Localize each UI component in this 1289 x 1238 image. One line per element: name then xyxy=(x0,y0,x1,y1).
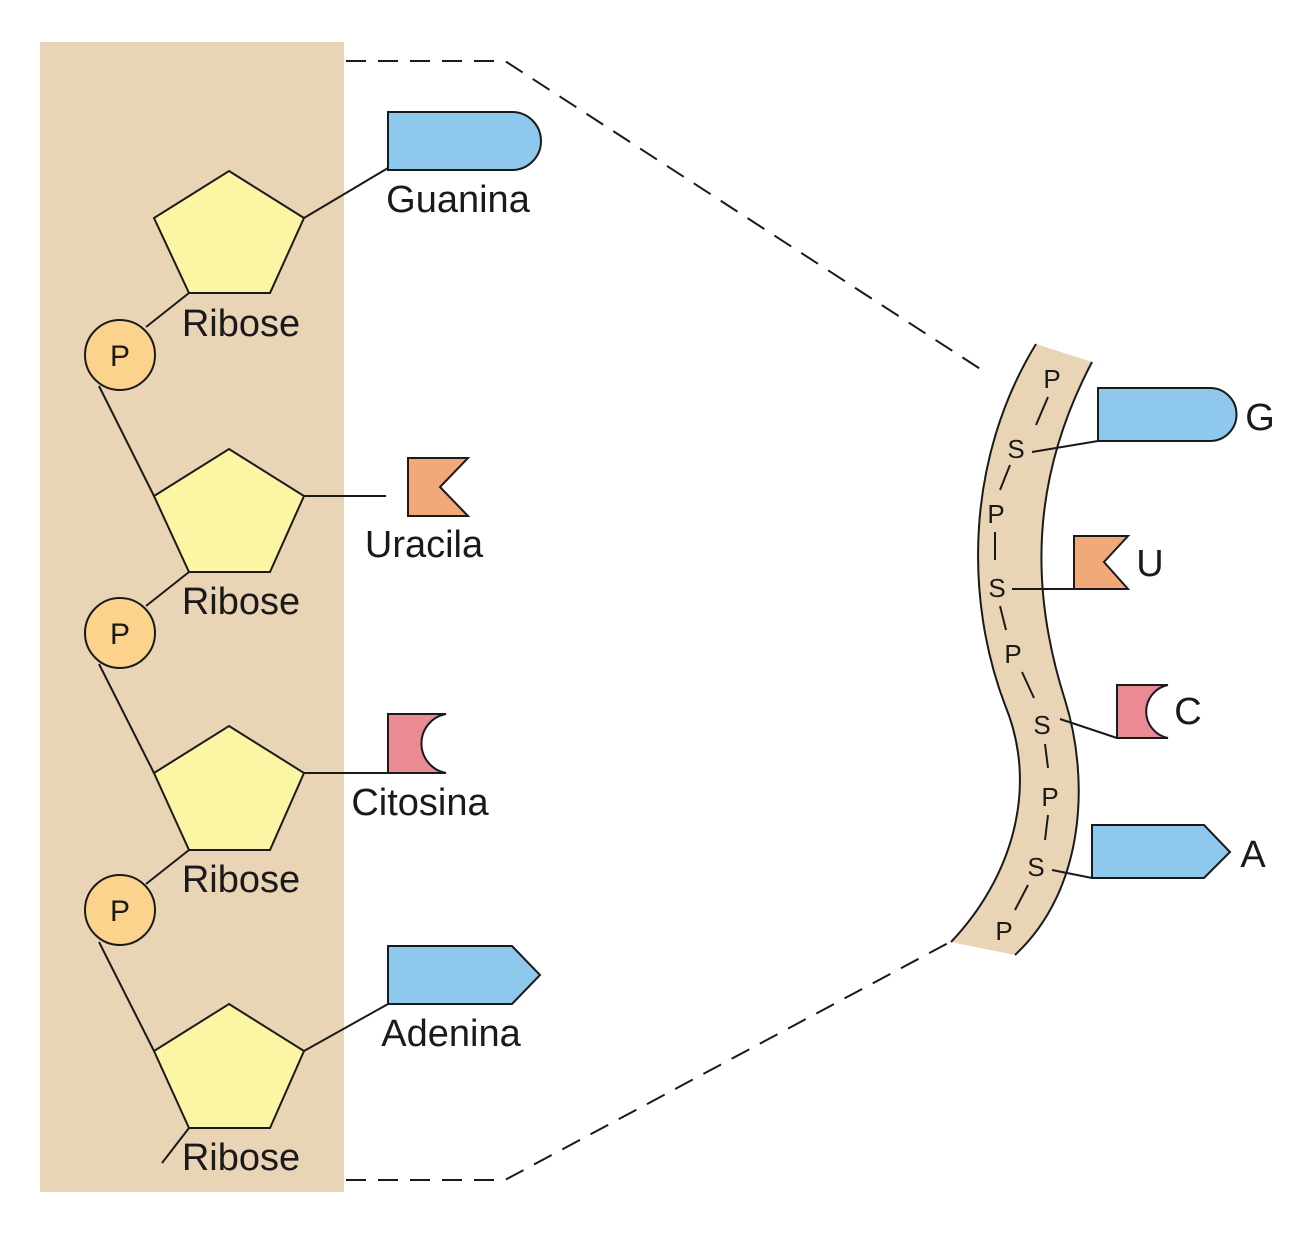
uracil-label: Uracila xyxy=(365,524,484,566)
strand-letter-9: P xyxy=(995,916,1012,946)
ribose-pentagon-3 xyxy=(152,724,306,851)
phosphate-group-1: P xyxy=(84,319,156,391)
strand-letter-3: P xyxy=(987,499,1004,529)
strand-letter-6: S xyxy=(1033,710,1050,740)
strand-letter-4: S xyxy=(988,573,1005,603)
strand-backbone-dashes xyxy=(994,396,1049,911)
ribose-label-1: Ribose xyxy=(182,303,300,345)
strand-adenine-label: A xyxy=(1240,834,1266,876)
ribose-pentagon-2 xyxy=(152,447,306,573)
guanine-base-shape xyxy=(387,111,542,171)
phosphate-label-2: P xyxy=(110,618,130,651)
strand-uracil-label: U xyxy=(1136,543,1163,585)
strand-guanine-shape xyxy=(1097,387,1238,442)
glycosidic-lines xyxy=(303,167,389,1052)
adenine-base-shape xyxy=(387,945,542,1005)
ribose-pentagon-4 xyxy=(152,1002,306,1129)
phosphate-label-1: P xyxy=(110,340,130,373)
guanine-label: Guanina xyxy=(386,179,531,221)
strand-adenine-shape xyxy=(1091,824,1232,879)
strand-cytosine-label: C xyxy=(1174,691,1201,733)
cytosine-label: Citosina xyxy=(351,782,489,824)
strand-letter-5: P xyxy=(1004,639,1021,669)
ribose-label-4: Ribose xyxy=(182,1137,300,1179)
phosphate-group-2: P xyxy=(84,597,156,669)
rna-strand-band xyxy=(951,344,1092,955)
cytosine-base-shape xyxy=(387,713,447,774)
ribose-label-2: Ribose xyxy=(182,581,300,623)
strand-base-lines xyxy=(1012,440,1118,879)
uracil-base-shape xyxy=(407,457,471,517)
rna-strand-edge-right xyxy=(1014,361,1093,956)
strand-uracil-shape xyxy=(1073,535,1131,590)
strand-letter-7: P xyxy=(1041,782,1058,812)
strand-letter-2: S xyxy=(1007,434,1024,464)
rna-strand-edge-left xyxy=(950,343,1037,943)
strand-letter-8: S xyxy=(1027,852,1044,882)
adenine-label: Adenina xyxy=(381,1013,521,1055)
strand-cytosine-shape xyxy=(1116,684,1169,739)
phosphate-group-3: P xyxy=(84,874,156,946)
ribose-pentagon-1 xyxy=(152,169,306,294)
strand-letter-1: P xyxy=(1043,364,1060,394)
phosphate-label-3: P xyxy=(110,895,130,928)
strand-guanine-label: G xyxy=(1245,397,1275,439)
zoom-connector-bottom xyxy=(346,941,951,1181)
ribose-label-3: Ribose xyxy=(182,859,300,901)
backbone-lines xyxy=(98,292,190,1164)
